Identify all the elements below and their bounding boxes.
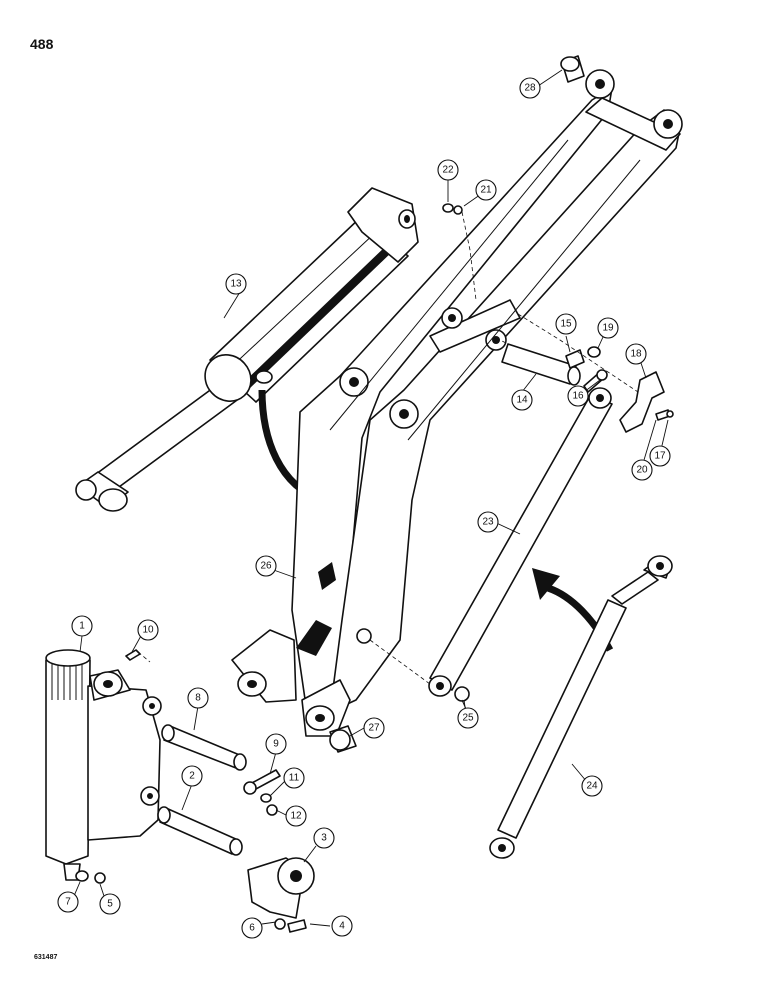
bumper-3 xyxy=(247,857,315,919)
callout-15: 15 xyxy=(555,313,577,335)
callout-28-label: 28 xyxy=(524,83,536,94)
callout-2: 2 xyxy=(181,765,203,787)
pin-2 xyxy=(157,806,243,856)
callout-14-label: 14 xyxy=(516,395,528,406)
callout-17-label: 17 xyxy=(654,451,666,462)
callout-4: 4 xyxy=(331,915,353,937)
callout-26-label: 26 xyxy=(260,561,272,572)
callout-24-label: 24 xyxy=(586,781,598,792)
callout-5: 5 xyxy=(99,893,121,915)
callout-8: 8 xyxy=(187,687,209,709)
callout-10: 10 xyxy=(137,619,159,641)
callout-23: 23 xyxy=(477,511,499,533)
lift-cylinder xyxy=(75,187,419,512)
callout-6-label: 6 xyxy=(249,923,255,934)
bushing-15-19 xyxy=(517,313,651,401)
bolt-9 xyxy=(243,769,281,816)
callout-6: 6 xyxy=(241,917,263,939)
callout-15-label: 15 xyxy=(560,319,572,330)
callout-20-label: 20 xyxy=(636,465,648,476)
callout-13-label: 13 xyxy=(230,279,242,290)
callout-18-label: 18 xyxy=(630,349,642,360)
link-bar-23 xyxy=(369,387,613,697)
screw-17-20 xyxy=(655,409,674,421)
callout-7: 7 xyxy=(57,891,79,913)
callout-5-label: 5 xyxy=(107,899,113,910)
bushing-28 xyxy=(560,55,585,83)
callout-22-label: 22 xyxy=(442,165,454,176)
loader-boom xyxy=(231,69,683,737)
bushing-27 xyxy=(329,725,357,753)
page-number: 488 xyxy=(30,36,54,52)
clip-pin-25 xyxy=(454,686,471,719)
callout-18: 18 xyxy=(625,343,647,365)
pin-8 xyxy=(161,724,247,771)
callout-2-label: 2 xyxy=(189,771,195,782)
callout-25: 25 xyxy=(457,707,479,729)
callout-19-label: 19 xyxy=(602,323,614,334)
callout-7-label: 7 xyxy=(65,897,71,908)
callout-12: 12 xyxy=(285,805,307,827)
callout-10-label: 10 xyxy=(142,625,154,636)
callout-27: 27 xyxy=(363,717,385,739)
callout-19: 19 xyxy=(597,317,619,339)
callout-17: 17 xyxy=(649,445,671,467)
figure-id: 631487 xyxy=(34,954,58,961)
link-bar-24 xyxy=(489,555,673,859)
bolt-4 xyxy=(274,918,307,933)
callout-1: 1 xyxy=(71,615,93,637)
callout-14: 14 xyxy=(511,389,533,411)
callout-12-label: 12 xyxy=(290,811,302,822)
pin-14 xyxy=(495,337,581,386)
callout-26: 26 xyxy=(255,555,277,577)
callout-28: 28 xyxy=(519,77,541,99)
callout-9: 9 xyxy=(265,733,287,755)
callout-9-label: 9 xyxy=(273,739,279,750)
callout-25-label: 25 xyxy=(462,713,474,724)
callout-11-label: 11 xyxy=(289,773,300,784)
callout-22: 22 xyxy=(437,159,459,181)
nut-washer-21-22 xyxy=(442,203,477,301)
retainer-plate-18 xyxy=(619,371,665,433)
callout-1-label: 1 xyxy=(79,621,85,632)
callout-8-label: 8 xyxy=(195,693,201,704)
callout-3-label: 3 xyxy=(321,833,327,844)
callout-24: 24 xyxy=(581,775,603,797)
bolt-10 xyxy=(125,649,151,663)
callout-13: 13 xyxy=(225,273,247,295)
callout-4-label: 4 xyxy=(339,921,345,932)
callout-21-label: 21 xyxy=(480,185,492,196)
nut-washer-5-7 xyxy=(75,870,106,884)
callout-16: 16 xyxy=(567,385,589,407)
callout-16-label: 16 xyxy=(572,391,584,402)
callout-3: 3 xyxy=(313,827,335,849)
callout-23-label: 23 xyxy=(482,517,494,528)
callout-21: 21 xyxy=(475,179,497,201)
callout-11: 11 xyxy=(283,767,305,789)
callout-20: 20 xyxy=(631,459,653,481)
callout-27-label: 27 xyxy=(368,723,380,734)
mounting-bracket-1 xyxy=(45,649,162,881)
